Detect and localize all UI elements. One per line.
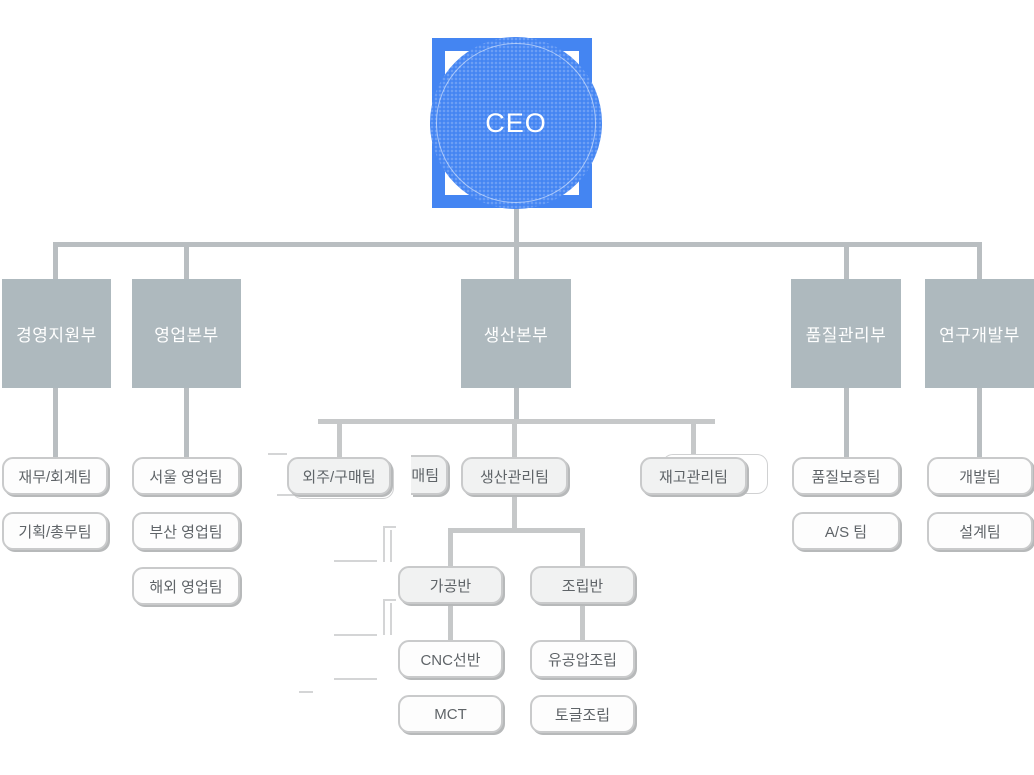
artifact-line (390, 603, 392, 635)
team-label: 설계팀 (959, 523, 1001, 541)
artifact-line (334, 678, 377, 680)
team-label: 개발팀 (959, 468, 1001, 486)
dept-quality-control: 품질관리부 (791, 279, 901, 388)
team-busan-sales: 부산 영업팀 (132, 512, 240, 550)
connector-drop-inventory (691, 422, 696, 457)
team-label: 서울 영업팀 (149, 468, 223, 486)
connector-drop-outsourcing (337, 422, 342, 457)
connector-stem-dept-1 (53, 388, 58, 458)
dept-rnd: 연구개발부 (925, 279, 1034, 388)
team-hydraulic-pneumatic-assembly: 유공압조립 (530, 640, 635, 678)
connector-groups-horizontal (448, 528, 585, 533)
artifact-line (299, 691, 313, 693)
team-label: 재고관리팀 (658, 468, 728, 486)
team-label: MCT (434, 705, 467, 723)
ceo-label: CEO (485, 107, 547, 138)
clipped-team-label: 구매팀 (411, 467, 439, 485)
team-label: A/S 팀 (824, 523, 868, 541)
team-label: 부산 영업팀 (149, 523, 223, 541)
team-label: 기획/총무팀 (18, 523, 92, 541)
team-development: 개발팀 (927, 457, 1033, 495)
connector-top-horizontal (53, 242, 982, 247)
connector-stem-assembly (580, 602, 585, 640)
artifact-line (277, 494, 302, 496)
artifact-line (334, 634, 377, 636)
dept-production: 생산본부 (461, 279, 571, 388)
dept-label: 품질관리부 (805, 326, 887, 345)
connector-stem-production-mgmt (512, 493, 517, 530)
connector-stem-processing (448, 602, 453, 640)
dept-sales: 영업본부 (132, 279, 241, 388)
artifact-line (390, 530, 392, 562)
team-label: 해외 영업팀 (149, 578, 223, 596)
dept-label: 영업본부 (154, 326, 219, 345)
team-label: 생산관리팀 (479, 468, 549, 486)
group-label: 조립반 (561, 577, 604, 595)
connector-ceo-stem (514, 208, 519, 244)
connector-drop-dept-3 (514, 245, 519, 279)
team-inventory-management: 재고관리팀 (640, 457, 747, 495)
artifact-line (334, 560, 377, 562)
group-label: 가공반 (429, 577, 472, 595)
team-finance-accounting: 재무/회계팀 (2, 457, 108, 495)
artifact-line (385, 526, 396, 528)
group-processing: 가공반 (398, 566, 503, 604)
connector-drop-dept-5 (977, 245, 982, 279)
connector-stem-dept-4 (844, 388, 849, 458)
team-planning-general: 기획/총무팀 (2, 512, 108, 550)
ceo-node: CEO (430, 37, 602, 209)
group-assembly: 조립반 (530, 566, 635, 604)
team-mct: MCT (398, 695, 503, 733)
artifact-line (385, 599, 396, 601)
dept-label: 생산본부 (483, 326, 549, 345)
connector-production-horizontal (318, 419, 715, 424)
team-design: 설계팀 (927, 512, 1033, 550)
team-after-service: A/S 팀 (792, 512, 900, 550)
team-label: 외주/구매팀 (302, 468, 376, 486)
team-quality-assurance: 품질보증팀 (792, 457, 900, 495)
connector-stem-dept-2 (184, 388, 189, 458)
connector-drop-production-mgmt (512, 422, 517, 457)
team-toggle-assembly: 토글조립 (530, 695, 635, 733)
clipped-team-box-artifact: 구매팀 (411, 455, 448, 495)
team-seoul-sales: 서울 영업팀 (132, 457, 240, 495)
team-cnc-lathe: CNC선반 (398, 640, 503, 678)
connector-drop-assembly (580, 531, 585, 566)
connector-drop-dept-4 (844, 245, 849, 279)
artifact-line (383, 526, 385, 562)
artifact-line (383, 599, 385, 635)
team-overseas-sales: 해외 영업팀 (132, 567, 240, 605)
connector-drop-dept-1 (53, 245, 58, 279)
connector-stem-dept-5 (977, 388, 982, 458)
artifact-line (268, 453, 287, 455)
team-production-management: 생산관리팀 (461, 457, 568, 495)
team-label: 토글조립 (554, 706, 611, 724)
team-label: 품질보증팀 (811, 468, 881, 486)
dept-label: 연구개발부 (939, 326, 1020, 345)
dept-label: 경영지원부 (16, 326, 97, 345)
dept-management-support: 경영지원부 (2, 279, 111, 388)
team-label: 재무/회계팀 (18, 468, 92, 486)
connector-drop-dept-2 (184, 245, 189, 279)
team-outsourcing-purchasing: 외주/구매팀 (287, 457, 391, 495)
connector-stem-dept-3 (514, 388, 519, 421)
team-label: 유공압조립 (547, 651, 617, 669)
team-label: CNC선반 (420, 651, 481, 669)
connector-drop-processing (448, 531, 453, 566)
